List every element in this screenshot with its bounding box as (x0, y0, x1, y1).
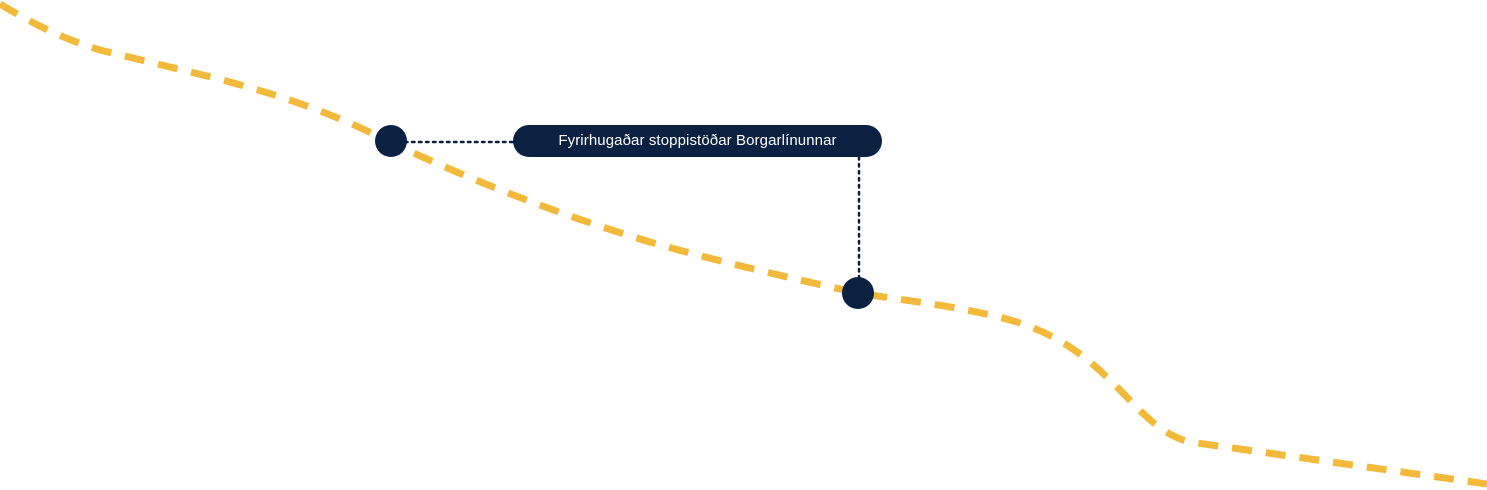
stop-legend-label: Fyrirhugaðar stoppistöðar Borgarlínunnar (513, 125, 882, 157)
stop-marker-2[interactable] (842, 277, 874, 309)
stop-marker-1[interactable] (375, 125, 407, 157)
